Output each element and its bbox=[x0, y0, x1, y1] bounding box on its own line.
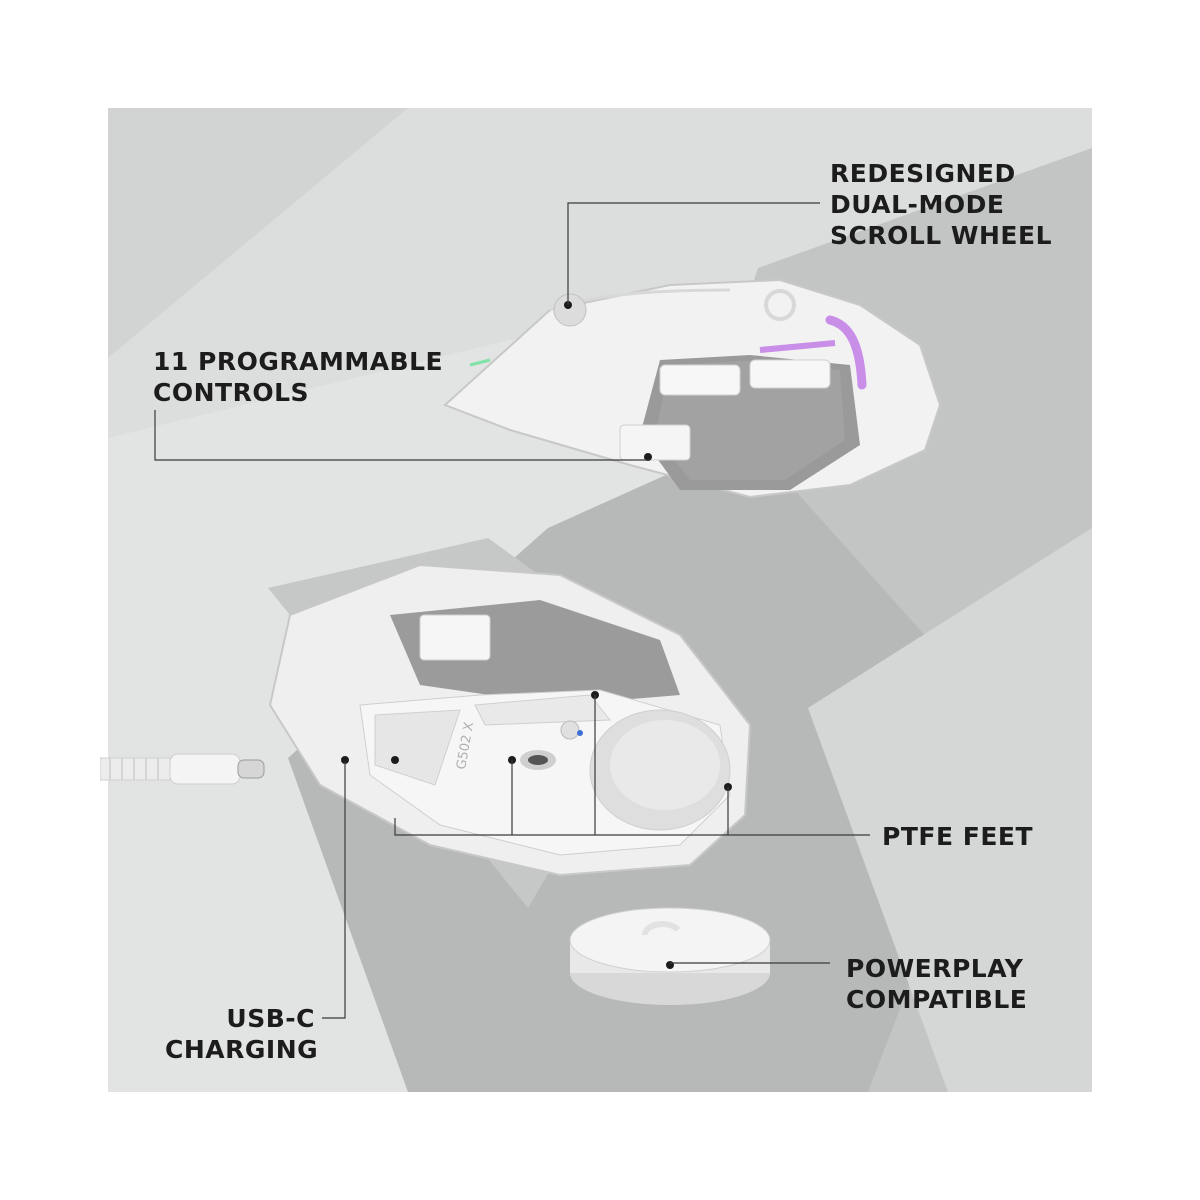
callout-usb-c-line-2: CHARGING bbox=[165, 1035, 319, 1064]
callout-programmable-line-1: 11 PROGRAMMABLE bbox=[153, 347, 444, 376]
usb-c-cable bbox=[100, 753, 265, 785]
callout-ptfe-line-1: PTFE FEET bbox=[882, 822, 1034, 851]
callout-scroll-wheel: REDESIGNED DUAL-MODE SCROLL WHEEL bbox=[830, 158, 1052, 251]
callout-usb-c: USB-C CHARGING bbox=[165, 1003, 319, 1065]
callout-programmable-line-2: CONTROLS bbox=[153, 378, 310, 407]
callout-programmable-controls: 11 PROGRAMMABLE CONTROLS bbox=[153, 346, 443, 408]
callout-scroll-wheel-line-1: REDESIGNED bbox=[830, 159, 1016, 188]
callout-powerplay-line-2: COMPATIBLE bbox=[846, 985, 1028, 1014]
mouse-side-view bbox=[443, 278, 942, 499]
callout-scroll-wheel-line-3: SCROLL WHEEL bbox=[830, 221, 1053, 250]
callout-scroll-wheel-line-2: DUAL-MODE bbox=[830, 190, 1005, 219]
callout-ptfe-feet: PTFE FEET bbox=[882, 821, 1033, 852]
powerplay-puck bbox=[569, 907, 771, 1005]
callout-powerplay: POWERPLAY COMPATIBLE bbox=[846, 953, 1027, 1015]
callout-powerplay-line-1: POWERPLAY bbox=[846, 954, 1024, 983]
mouse-bottom-view: G502 X bbox=[268, 563, 752, 877]
callout-usb-c-line-1: USB-C bbox=[226, 1004, 315, 1033]
